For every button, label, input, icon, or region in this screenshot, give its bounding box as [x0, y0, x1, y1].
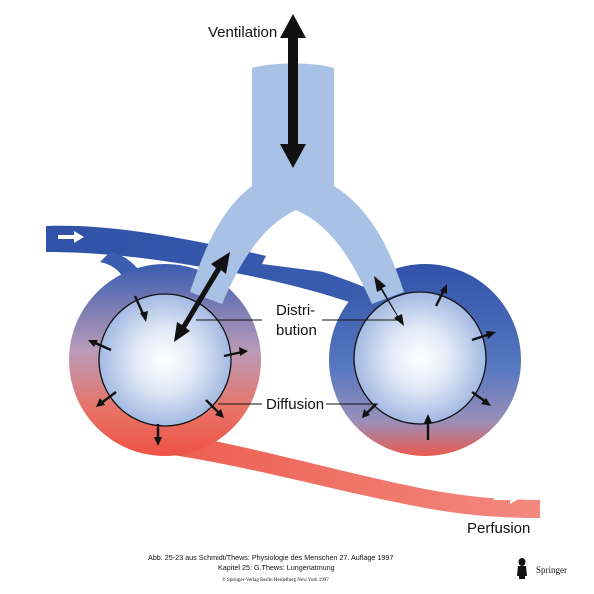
venous-vessel — [46, 225, 392, 318]
distribution-label-line2: bution — [276, 322, 317, 339]
diffusion-arrows-left — [88, 295, 248, 446]
caption-line2: Kapitel 25: G.Thews: Lungenatmung — [218, 563, 335, 572]
distribution-arrow-left — [174, 252, 230, 342]
caption-line3: © Springer-Verlag Berlin Heidelberg New … — [222, 577, 329, 583]
label-leader-lines — [196, 319, 398, 405]
ventilation-label: Ventilation — [208, 24, 277, 41]
vessel-gap — [330, 438, 430, 475]
diffusion-arrows-right — [362, 284, 496, 440]
perfusion-inflow-arrow — [58, 231, 84, 243]
arterial-vessel — [150, 430, 540, 518]
caption-line1: Abb. 25-23 aus Schmidt/Thews: Physiologi… — [148, 553, 393, 562]
airway-bifurcation-gap — [262, 216, 340, 274]
right-alveolus — [353, 291, 487, 425]
distribution-arrow-right — [374, 276, 404, 326]
left-alveolus — [98, 293, 232, 427]
springer-knight-logo — [517, 558, 527, 579]
ventilation-arrow — [280, 14, 306, 168]
diffusion-label: Diffusion — [266, 396, 324, 413]
distribution-label-line1: Distri- — [276, 302, 315, 319]
publisher-name: Springer — [536, 565, 567, 575]
perfusion-label: Perfusion — [467, 520, 530, 537]
perfusion-outflow-arrow — [494, 492, 520, 504]
airway — [190, 63, 404, 304]
